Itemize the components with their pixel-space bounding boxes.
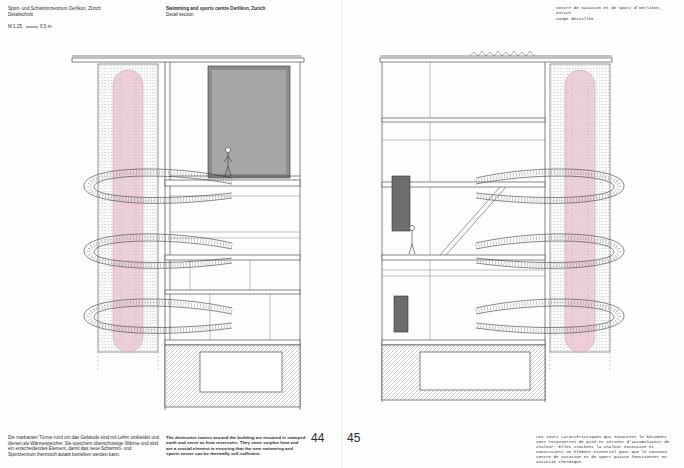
building-section xyxy=(392,176,410,231)
building-section xyxy=(170,238,300,239)
caption-paragraph: Les tours caractéristiques qui entourent… xyxy=(536,435,678,465)
building-section xyxy=(226,148,231,153)
caption-paragraph: The distinctive towers around the buildi… xyxy=(166,435,306,456)
roof-line xyxy=(380,58,612,62)
building-section xyxy=(170,176,300,177)
earth-tower xyxy=(98,64,158,352)
building-section xyxy=(200,352,282,392)
building-section xyxy=(190,260,191,290)
roof-line xyxy=(72,56,612,62)
earth-tower xyxy=(89,173,232,201)
header-text: Coupe détaillée xyxy=(556,17,678,22)
earth-tower xyxy=(136,78,137,345)
scale-label: 0,5 m xyxy=(40,24,70,30)
earth-tower xyxy=(98,352,99,372)
building-section xyxy=(165,345,300,407)
building-section xyxy=(165,255,300,260)
roof-line xyxy=(72,56,302,57)
building-section xyxy=(170,196,300,197)
building-section xyxy=(382,276,545,277)
header-text: Sport- und Schwimmzentrum Oerlikon, Züri… xyxy=(8,6,158,12)
building-section xyxy=(165,290,300,294)
building-section xyxy=(412,244,415,254)
building-section xyxy=(228,153,229,167)
scale-label: M 1:25 xyxy=(8,24,28,30)
caption-paragraph: Die markanten Türme rund um das Gebäude … xyxy=(8,435,160,457)
building-section xyxy=(382,51,545,402)
building-section xyxy=(420,352,530,390)
page-number: 45 xyxy=(347,431,377,445)
building-section xyxy=(440,187,500,255)
building-section xyxy=(212,70,286,174)
roof-line xyxy=(380,56,612,57)
building-section xyxy=(410,226,415,231)
building-section xyxy=(224,156,228,162)
earth-tower xyxy=(84,169,232,333)
building-section xyxy=(208,66,290,178)
earth-tower xyxy=(94,241,232,262)
scale-bar xyxy=(26,27,38,28)
building-section xyxy=(210,294,211,340)
building-section xyxy=(250,260,251,290)
building-section xyxy=(228,156,232,162)
building-section xyxy=(382,270,545,271)
earth-tower xyxy=(84,234,232,268)
earth-tower xyxy=(476,64,624,372)
earth-tower xyxy=(84,299,232,333)
header-text: Centre de natation et de sport d'Oerliko… xyxy=(556,6,678,16)
earth-tower xyxy=(158,352,159,372)
building-section xyxy=(165,62,300,410)
gutter xyxy=(342,0,343,468)
header-text: Detail section xyxy=(166,12,316,18)
building-section xyxy=(225,166,228,176)
header-text: Swimming and sports centre Oerlikon, Zur… xyxy=(166,6,316,12)
building-section xyxy=(382,255,545,260)
building-section xyxy=(382,345,545,400)
earth-tower xyxy=(120,78,121,345)
building-section xyxy=(430,62,431,340)
earth-tower xyxy=(94,176,232,197)
building-section xyxy=(228,166,231,176)
building-section xyxy=(409,244,412,254)
earth-tower xyxy=(84,169,232,203)
page-number: 44 xyxy=(311,431,341,445)
earth-tower xyxy=(89,303,232,331)
building-section xyxy=(412,231,413,245)
earth-tower xyxy=(84,64,232,372)
earth-tower xyxy=(94,306,232,327)
building-section xyxy=(165,340,300,345)
building-section xyxy=(382,140,545,141)
building-section xyxy=(270,294,271,340)
earth-tower xyxy=(113,70,143,352)
building-section xyxy=(470,51,534,56)
earth-tower xyxy=(89,238,232,266)
roof-line xyxy=(72,58,304,62)
header-text: Detailschnitt xyxy=(8,12,158,18)
building-section xyxy=(165,180,300,186)
building-section xyxy=(394,296,408,332)
building-section xyxy=(170,232,300,233)
building-section xyxy=(382,340,545,345)
building-section xyxy=(382,118,545,122)
